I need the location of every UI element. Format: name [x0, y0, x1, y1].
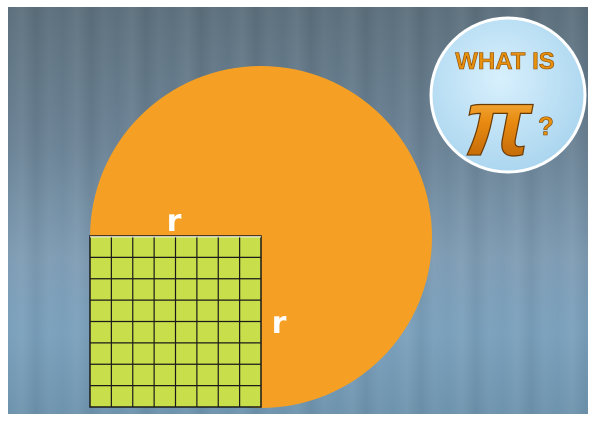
grid-lines: [90, 236, 261, 407]
badge-question-mark: ?: [538, 111, 554, 141]
pi-symbol: π: [464, 69, 534, 176]
radius-square-grid: [89, 235, 262, 408]
badge-title: WHAT IS: [455, 48, 555, 75]
slide-frame: r r WHAT IS π ?: [8, 7, 588, 414]
grid-highlight-edge: [90, 236, 261, 238]
diagram-canvas: r r WHAT IS π ?: [89, 16, 587, 408]
what-is-pi-badge: WHAT IS π ?: [429, 16, 587, 177]
side-radius-label: r: [272, 306, 287, 341]
top-radius-label: r: [167, 204, 182, 239]
badge-circle: [429, 16, 587, 174]
